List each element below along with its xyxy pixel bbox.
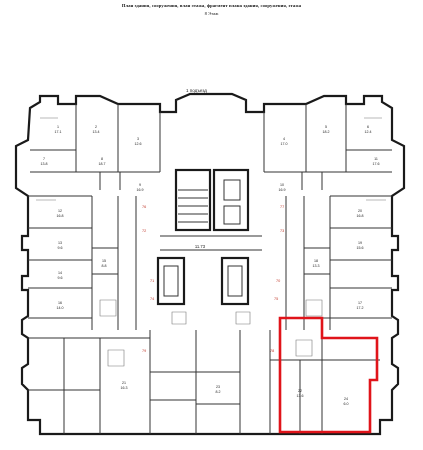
corridor-markers: 72 73 74 75 76 77 78 79 71 70 (142, 205, 284, 353)
room-area: 16.8 (357, 214, 364, 218)
room-area: 9.6 (58, 276, 63, 280)
corridor-marker: 76 (142, 205, 146, 209)
room-area: 13.4 (93, 130, 100, 134)
room-number: 11 (374, 157, 378, 161)
room-area: 12.6 (135, 142, 142, 146)
room-number: 23 (216, 385, 220, 389)
highlighted-apartment-outline[interactable] (278, 316, 379, 434)
corridor-marker: 77 (280, 205, 284, 209)
corridor-marker: 72 (142, 229, 146, 233)
room-area: 16.3 (121, 386, 128, 390)
room-number: 18 (314, 259, 318, 263)
room-number: 4 (283, 137, 285, 141)
elevator-hall-area: 11.73 (195, 244, 206, 249)
interior-partitions (28, 104, 392, 434)
room-number: 19 (358, 241, 362, 245)
room-number: 9 (139, 183, 141, 187)
room-number: 24 (344, 397, 348, 401)
room-area: 9.6 (58, 246, 63, 250)
room-labels: 117.1 213.4 312.6 417.0 518.2 612.4 713.8 818.7… (41, 125, 380, 406)
room-number: 22 (298, 389, 302, 393)
corridor-marker: 79 (142, 349, 146, 353)
room-area: 13.6 (297, 394, 304, 398)
room-number: 2 (95, 125, 97, 129)
corridor-marker: 70 (276, 279, 280, 283)
corridor-marker: 75 (274, 297, 278, 301)
room-number: 12 (58, 209, 62, 213)
floor-label: 8 Этаж (204, 11, 219, 16)
room-area: 8.8 (102, 264, 107, 268)
room-number: 5 (325, 125, 327, 129)
room-number: 21 (122, 381, 126, 385)
room-number: 20 (358, 209, 362, 213)
room-area: 8.2 (216, 390, 221, 394)
room-area: 15.6 (357, 246, 364, 250)
room-number: 6 (367, 125, 369, 129)
room-area: 16.9 (137, 188, 144, 192)
entrance-label: 1 подъезд (186, 88, 207, 93)
plan-title: План здания, сооружения, план этажа, фра… (121, 3, 302, 8)
corridor-marker: 71 (150, 279, 154, 283)
corridor-marker: 78 (270, 349, 274, 353)
room-area: 16.8 (57, 214, 64, 218)
room-area: 14.0 (57, 306, 64, 310)
room-number: 7 (43, 157, 45, 161)
room-area: 6.0 (344, 402, 349, 406)
room-number: 15 (102, 259, 106, 263)
room-area: 13.3 (313, 264, 320, 268)
room-area: 17.1 (55, 130, 62, 134)
room-area: 17.0 (281, 142, 288, 146)
corridor-marker: 74 (150, 297, 154, 301)
corridor-marker: 73 (280, 229, 284, 233)
room-number: 10 (280, 183, 284, 187)
room-number: 8 (101, 157, 103, 161)
room-area: 17.6 (373, 162, 380, 166)
fixture-marks (36, 117, 386, 367)
room-number: 3 (137, 137, 139, 141)
room-area: 17.2 (357, 306, 364, 310)
room-number: 13 (58, 241, 62, 245)
building-walls (14, 92, 406, 436)
room-area: 18.7 (99, 162, 106, 166)
room-area: 16.9 (279, 188, 286, 192)
room-number: 16 (58, 301, 62, 305)
room-area: 12.4 (365, 130, 372, 134)
room-number: 1 (57, 125, 59, 129)
room-number: 17 (358, 301, 362, 305)
room-number: 14 (58, 271, 62, 275)
room-area: 13.8 (41, 162, 48, 166)
room-area: 18.2 (323, 130, 330, 134)
